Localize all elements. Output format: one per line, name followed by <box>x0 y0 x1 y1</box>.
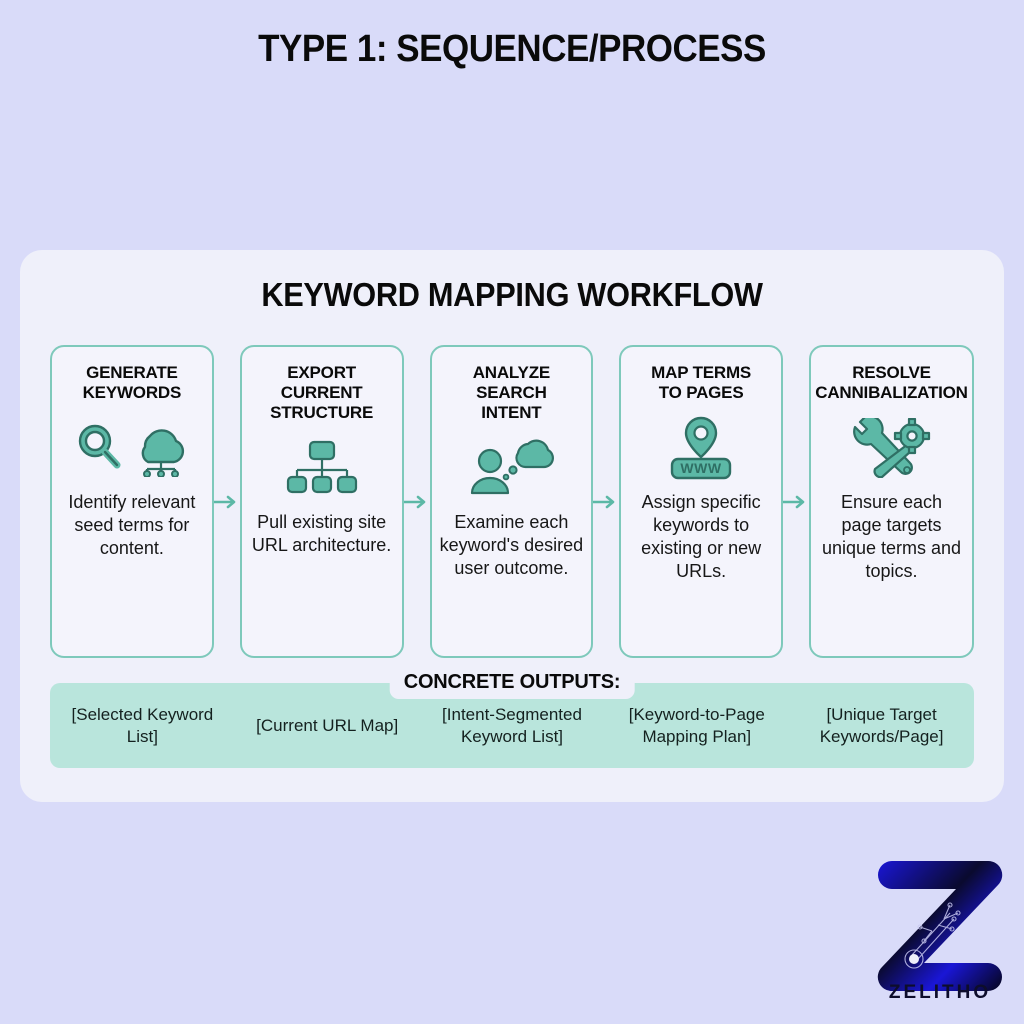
step-card-title: RESOLVE CANNIBALIZATION <box>815 363 968 403</box>
output-item: [Selected Keyword List] <box>71 705 214 746</box>
step-card-description: Identify relevant seed terms for content… <box>68 492 196 559</box>
step-card-description: Ensure each page targets unique terms an… <box>821 492 962 582</box>
step-card-resolve-cannibalization[interactable]: RESOLVE CANNIBALIZATION <box>809 345 974 658</box>
step-title-line: CURRENT <box>280 383 363 403</box>
step-title-line: KEYWORDS <box>82 383 182 403</box>
concrete-outputs-label: CONCRETE OUTPUTS: <box>389 669 635 699</box>
step-card-description: Assign specific keywords to existing or … <box>641 492 762 582</box>
step-card-export-current-structure[interactable]: EXPORT CURRENT STRUCTURE <box>239 345 404 658</box>
output-item: [Current URL Map] <box>256 715 399 735</box>
step-title-line: CANNIBALIZATION <box>815 383 968 403</box>
step-card-title: EXPORT CURRENT STRUCTURE <box>270 363 373 423</box>
step-card-title: GENERATE KEYWORDS <box>83 363 182 403</box>
output-item: [Intent-Segmented Keyword List] <box>442 705 582 746</box>
person-thought-bubble-icon <box>468 437 555 499</box>
step-title-line: ANALYZE <box>472 363 551 382</box>
arrow-connector-2 <box>403 493 430 511</box>
step-title-line: INTENT <box>481 403 542 423</box>
sitemap-hierarchy-icon <box>283 437 361 499</box>
workflow-steps: GENERATE KEYWORDS <box>50 345 974 658</box>
map-pin-www-icon: WWW <box>660 416 742 480</box>
step-title-line: MAP TERMS <box>651 363 752 382</box>
step-title-line: GENERATE <box>86 363 178 382</box>
page-title: TYPE 1: SEQUENCE/PROCESS <box>258 28 766 70</box>
step-card-analyze-search-intent[interactable]: ANALYZE SEARCH INTENT Examine each keywo… <box>429 345 594 658</box>
magnifier-cloud-network-icon <box>73 417 191 479</box>
zelitho-logo-icon <box>872 855 1008 1005</box>
step-card-generate-keywords[interactable]: GENERATE KEYWORDS <box>50 345 214 658</box>
step-title-line: TO PAGES <box>658 383 744 403</box>
workflow-title: KEYWORD MAPPING WORKFLOW <box>261 276 763 313</box>
arrow-connector-4 <box>783 493 809 511</box>
arrow-connector-3 <box>593 493 619 511</box>
step-title-line: RESOLVE <box>852 363 931 382</box>
step-title-line: EXPORT <box>287 363 356 382</box>
output-item: [Unique Target Keywords/Page] <box>819 705 944 746</box>
step-title-line: SEARCH <box>476 383 547 403</box>
step-card-map-terms-to-pages[interactable]: MAP TERMS TO PAGES WWW Assign specific k… <box>619 345 783 658</box>
step-title-line: STRUCTURE <box>270 403 374 423</box>
step-card-title: MAP TERMS TO PAGES <box>651 363 751 403</box>
step-card-description: Examine each keyword's desired user outc… <box>439 512 584 579</box>
arrow-connector-1 <box>213 493 240 511</box>
wrench-screwdriver-gear-icon <box>850 417 934 479</box>
step-card-description: Pull existing site URL architecture. <box>251 512 392 556</box>
output-item: [Keyword-to-Page Mapping Plan] <box>628 705 765 746</box>
svg-text:WWW: WWW <box>681 460 722 476</box>
step-card-title: ANALYZE SEARCH INTENT <box>472 363 551 423</box>
zelitho-wordmark: ZELITHO <box>888 982 992 1003</box>
workflow-panel: KEYWORD MAPPING WORKFLOW GENERATE KEYWOR… <box>20 250 1004 802</box>
